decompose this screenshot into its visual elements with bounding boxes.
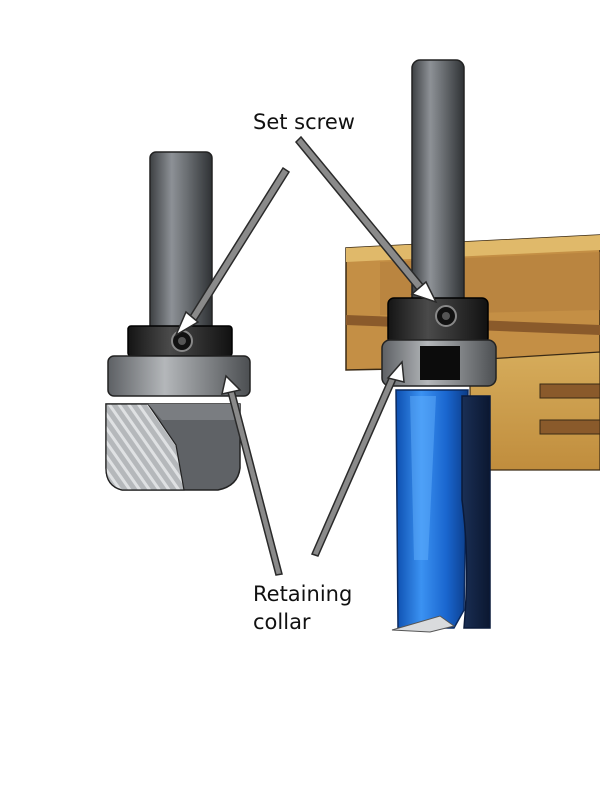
retaining-label-line1: Retaining xyxy=(253,582,353,606)
left-router-bit xyxy=(105,151,251,491)
arrow-icon xyxy=(294,135,438,304)
retaining-collar-label: Retaining collar xyxy=(253,580,352,636)
arrow-icon xyxy=(221,374,283,576)
set-screw-icon xyxy=(435,305,457,327)
right-router-bit xyxy=(381,59,497,633)
arrow-icon xyxy=(174,166,291,337)
arrow-icon xyxy=(310,360,405,557)
retaining-label-line2: collar xyxy=(253,610,311,634)
set-screw-icon xyxy=(171,330,193,352)
set-screw-label: Set screw xyxy=(253,110,355,134)
